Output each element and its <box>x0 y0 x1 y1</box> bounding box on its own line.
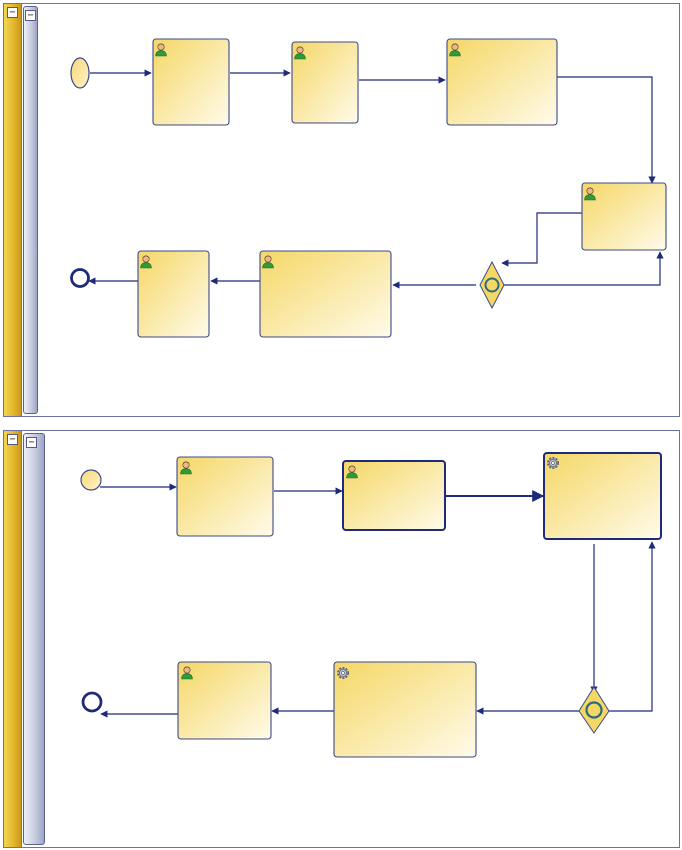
task-3[interactable] <box>446 38 558 126</box>
task-4[interactable] <box>333 661 477 758</box>
connectors <box>88 69 664 289</box>
task-2[interactable] <box>342 460 446 531</box>
exclusive-gateway[interactable] <box>479 260 505 310</box>
task-1[interactable] <box>152 38 230 126</box>
flow-task3-to-task4[interactable] <box>557 76 656 184</box>
task-5[interactable] <box>177 661 272 740</box>
pool-lane-header: − <box>4 431 22 847</box>
start-event[interactable] <box>80 469 102 491</box>
start-event[interactable] <box>70 57 90 89</box>
task-2[interactable] <box>291 41 359 124</box>
task-3[interactable] <box>543 452 662 540</box>
lane-collapse-button[interactable]: − <box>26 437 37 448</box>
task-1[interactable] <box>176 456 274 537</box>
end-event[interactable] <box>81 691 103 713</box>
lane-collapse-button[interactable]: − <box>25 10 36 21</box>
process-pool-top: − − <box>3 3 680 417</box>
pool-collapse-button[interactable]: − <box>7 7 18 18</box>
flow-gateway-loop-back[interactable] <box>607 541 656 712</box>
gear-icon <box>336 666 350 680</box>
process-pool-bottom: − − <box>3 430 680 848</box>
exclusive-gateway[interactable] <box>578 686 610 734</box>
flow-task4-to-gateway[interactable] <box>501 212 582 267</box>
task-6[interactable] <box>137 250 210 338</box>
end-event[interactable] <box>70 268 90 288</box>
task-4[interactable] <box>581 182 667 251</box>
task-5[interactable] <box>259 250 392 338</box>
lane-header: − <box>23 433 45 845</box>
pool-lane-header: − <box>4 4 22 416</box>
gear-icon <box>546 456 560 470</box>
diagram-canvas-bottom <box>80 452 662 758</box>
flow-gateway-loop-back[interactable] <box>504 251 664 286</box>
lane-header: − <box>23 6 38 414</box>
pool-collapse-button[interactable]: − <box>7 434 18 445</box>
diagram-canvas-top <box>70 38 667 338</box>
connectors <box>100 483 656 718</box>
